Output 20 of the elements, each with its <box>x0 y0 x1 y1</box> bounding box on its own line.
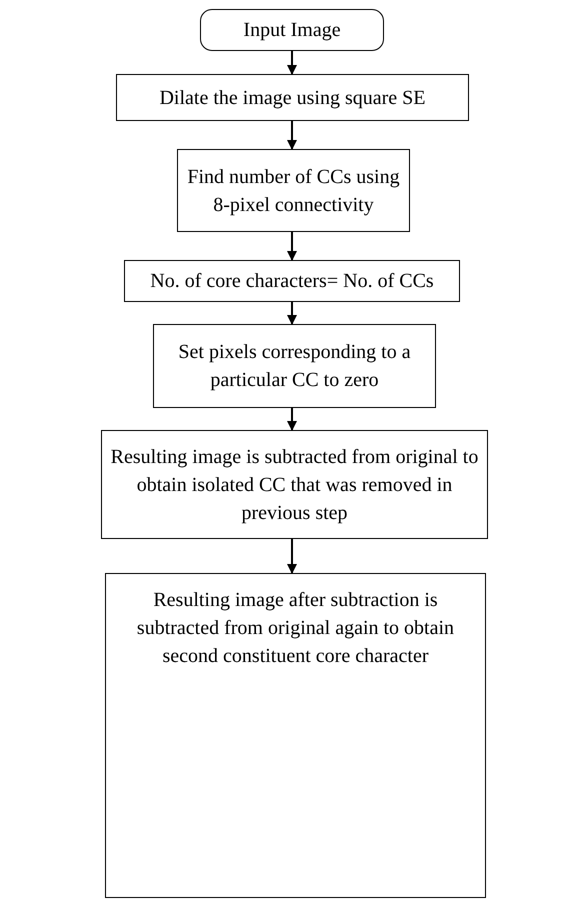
box-text: Resulting image after subtraction is subtracted from original again to obtain second constituent core character <box>136 588 456 669</box>
arrow <box>287 51 297 75</box>
process-box <box>105 573 486 898</box>
arrow <box>287 408 297 431</box>
box-text: Dilate the image using square SE <box>159 86 426 110</box>
box-text: Find number of CCs using 8-pixel connectivity <box>186 164 401 218</box>
box-text: Input Image <box>243 18 341 43</box>
arrow <box>287 539 297 574</box>
arrow <box>287 302 297 325</box>
arrow <box>287 232 297 261</box>
process-box <box>101 430 488 539</box>
process-box <box>177 149 410 232</box>
box-text: Set pixels corresponding to a particular CC to zero <box>177 340 412 393</box>
process-box <box>153 324 436 408</box>
box-text: No. of core characters= No. of CCs <box>150 269 434 294</box>
arrow <box>287 121 297 150</box>
process-box <box>200 9 384 51</box>
box-text: Resulting image is subtracted from original to obtain isolated CC that was removed in previous step <box>110 444 480 526</box>
process-box <box>124 260 460 302</box>
process-box <box>116 74 469 121</box>
